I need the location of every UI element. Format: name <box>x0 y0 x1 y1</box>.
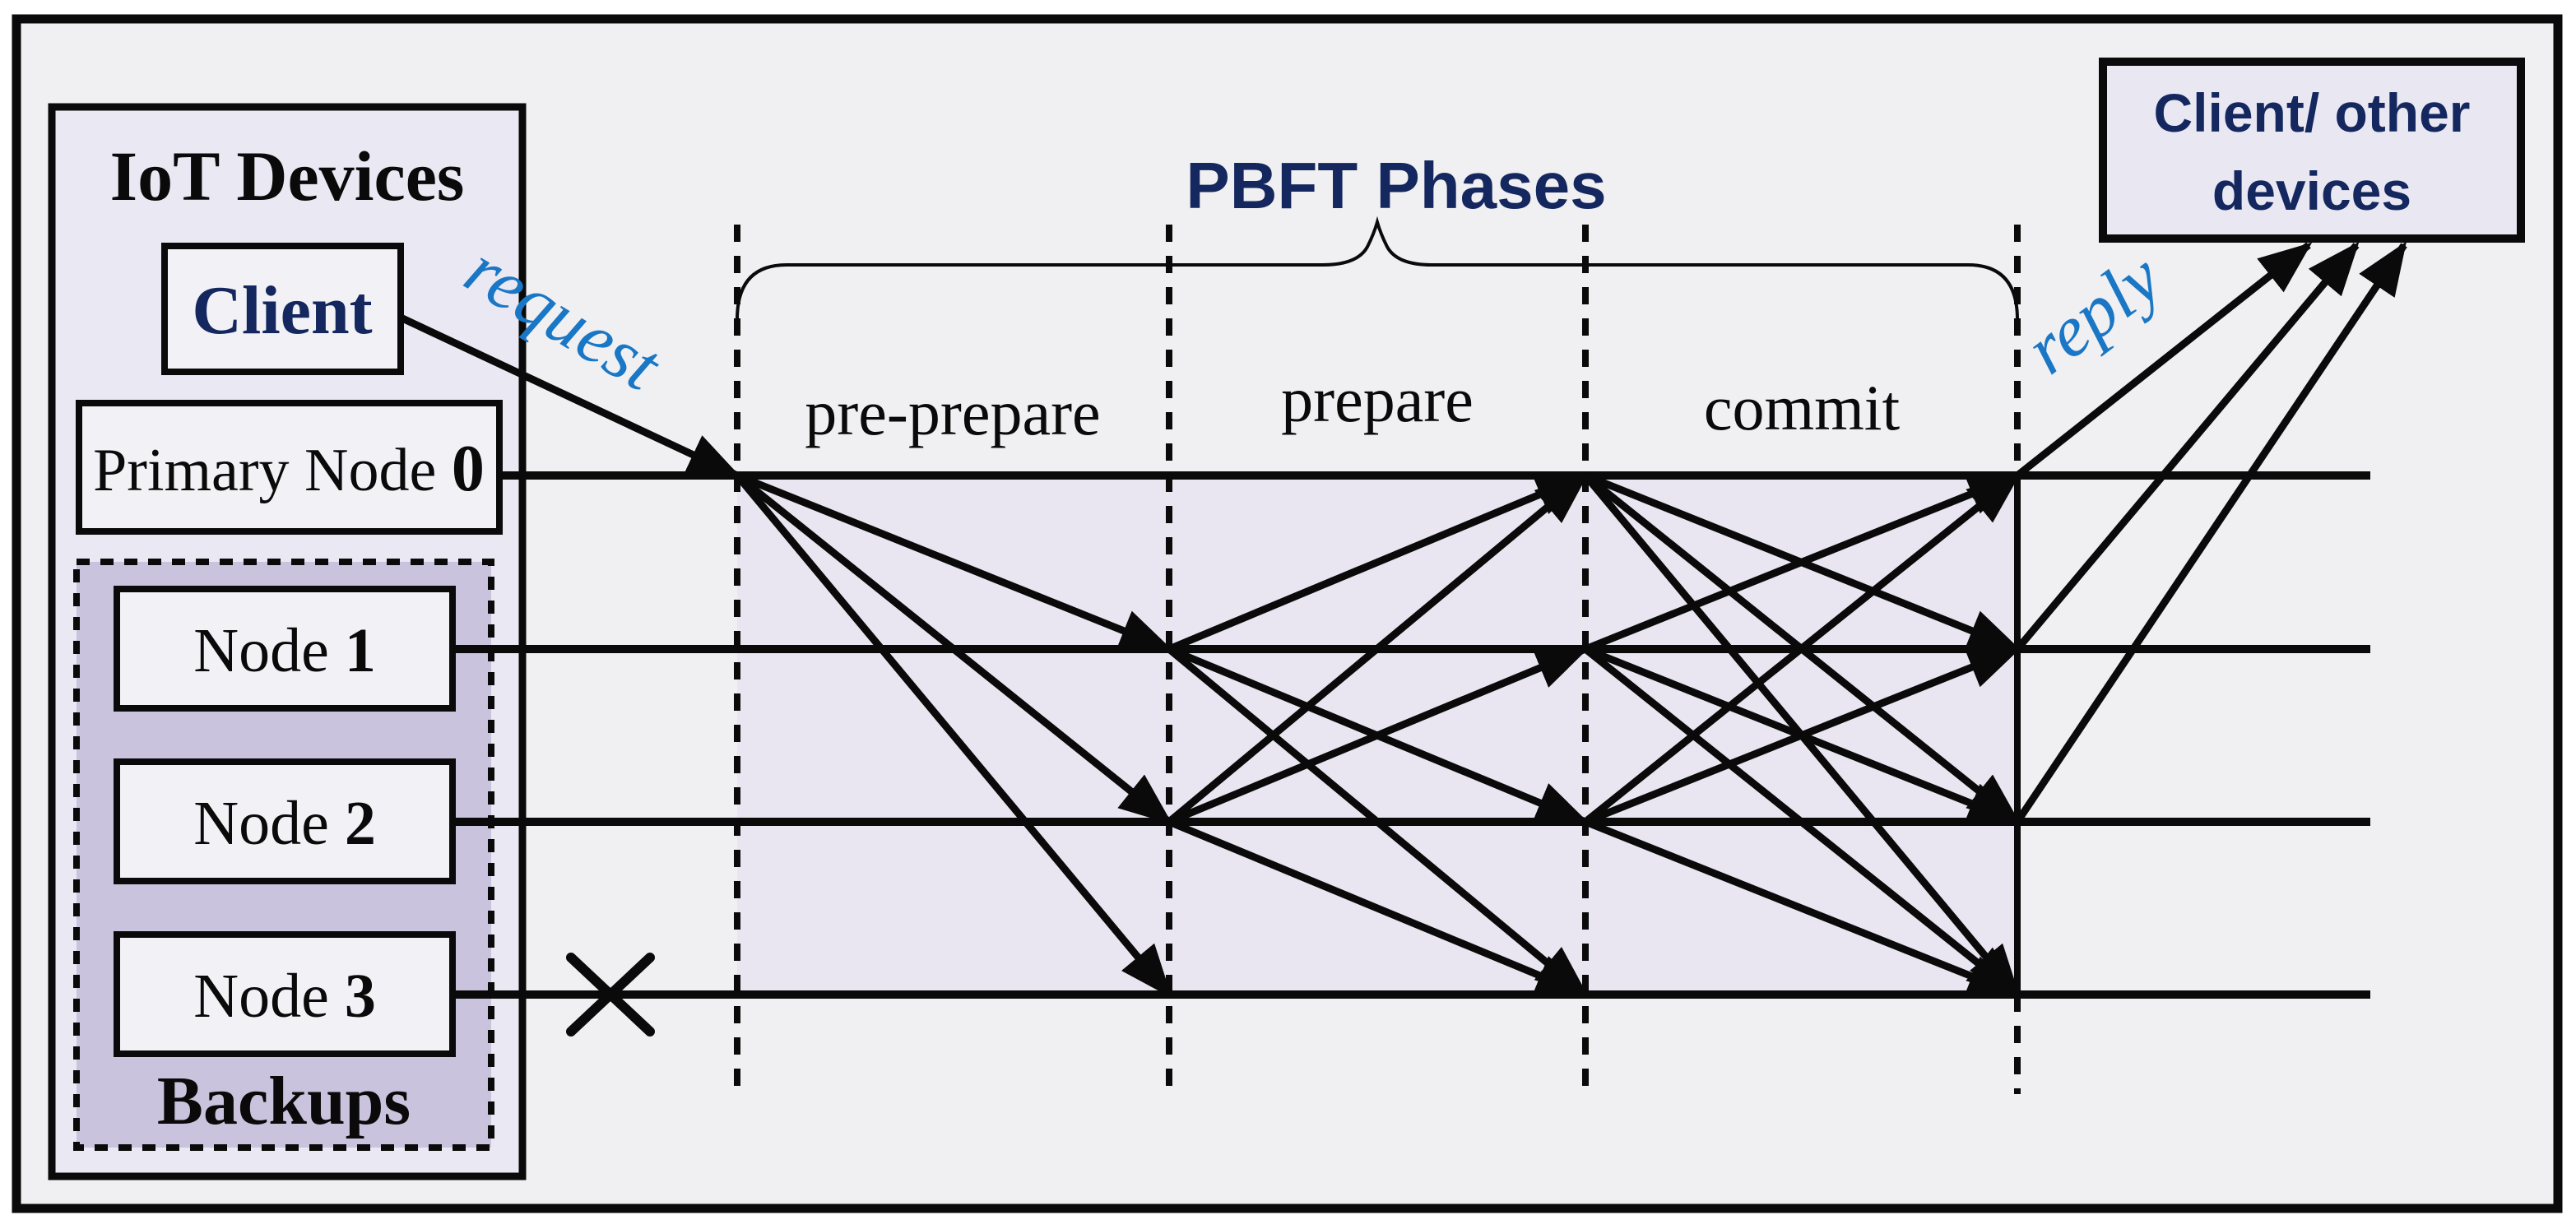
client-other-line2: devices <box>2212 160 2411 221</box>
prepare-n1-n3 <box>1167 646 1590 998</box>
primary-node-box <box>76 400 503 535</box>
primary-node-number: 0 <box>452 433 485 505</box>
backups-label: Backups <box>157 1063 411 1139</box>
phase-label-prepare: prepare <box>1281 364 1474 435</box>
phase-label-commit: commit <box>1704 372 1901 443</box>
commit-n1-n0 <box>1584 471 2022 653</box>
node2-number: 2 <box>345 789 376 858</box>
commit-arrows <box>1582 471 2022 999</box>
preprepare-n0-n3 <box>734 473 1172 999</box>
client-other-line1: Client/ other <box>2153 82 2470 143</box>
pbft-phases-brace <box>736 216 2019 320</box>
commit-n2-n3 <box>1584 818 2022 999</box>
preprepare-n0-n1 <box>736 471 1174 653</box>
node1-text: Node <box>193 616 345 685</box>
reply-arrows <box>2014 241 2407 824</box>
phase-labels: pre-prepare prepare commit <box>805 364 1900 448</box>
node3-label: Node 3 <box>193 962 376 1031</box>
reply-n1 <box>2014 241 2360 652</box>
primary-node-text: Primary Node <box>93 437 452 504</box>
node3-number: 3 <box>345 962 376 1031</box>
node1-box <box>114 586 456 712</box>
pbft-phases-title: PBFT Phases <box>1186 149 1606 222</box>
x-mark-stroke-2 <box>566 953 655 1037</box>
commit-n2-n0 <box>1583 472 2021 825</box>
node1-label: Node 1 <box>193 616 376 685</box>
primary-node-label: Primary Node 0 <box>93 433 485 505</box>
prepare-n2-n1 <box>1167 645 1590 826</box>
client-other-devices-box: Client/ other devices <box>2099 58 2525 243</box>
faulty-node-x-mark <box>566 953 655 1037</box>
client-box <box>161 243 404 375</box>
backups-box: Node 1 Node 2 Node 3 Backups <box>73 559 494 1151</box>
prepare-n2-n0 <box>1167 472 1590 825</box>
node2-text: Node <box>193 789 345 858</box>
prepare-arrows <box>1167 471 1590 999</box>
iot-devices-title: IoT Devices <box>110 137 465 216</box>
prepare-n1-n0 <box>1167 471 1590 653</box>
node2-label: Node 2 <box>193 789 376 858</box>
prepare-n2-n3 <box>1167 818 1590 999</box>
client-label: Client <box>192 272 372 349</box>
node3-text: Node <box>193 962 345 1031</box>
node3-box <box>114 931 456 1057</box>
client-other-border <box>2099 58 2525 243</box>
reply-n0 <box>2015 242 2313 479</box>
node2-box <box>114 758 456 884</box>
preprepare-n0-n2 <box>735 472 1173 825</box>
pre-prepare-arrows <box>734 471 1174 999</box>
commit-n2-n1 <box>1584 645 2022 826</box>
reply-n2 <box>2014 241 2407 824</box>
commit-n1-n3 <box>1583 646 2021 998</box>
iot-devices-box: IoT Devices Client Primary Node 0 Node 1… <box>48 103 527 1180</box>
node1-number: 1 <box>345 616 376 685</box>
node-lifelines <box>453 471 2370 999</box>
phase-label-pre-prepare: pre-prepare <box>805 377 1100 448</box>
request-arrow <box>399 313 741 480</box>
